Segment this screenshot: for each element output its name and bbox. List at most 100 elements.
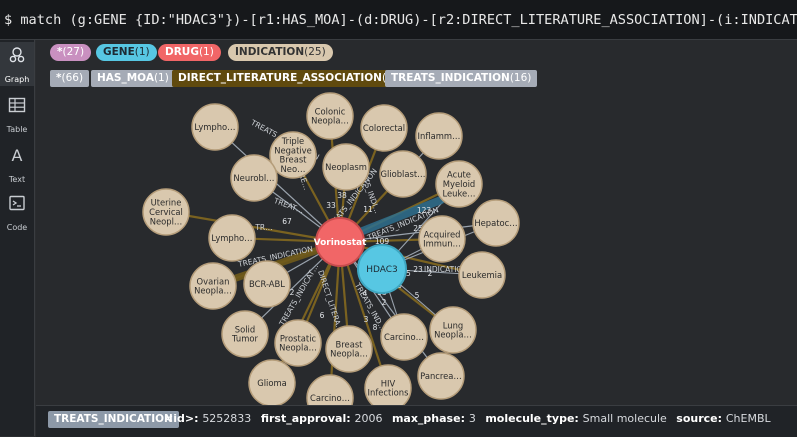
relationship-edge[interactable]	[214, 126, 341, 243]
indication-node[interactable]: AcquiredImmun…	[418, 215, 466, 263]
indication-node-label: Glioma	[257, 378, 287, 388]
relationship-type-count: (16)	[509, 72, 532, 84]
property-key: max_phase:	[391, 412, 469, 425]
relationship-edge[interactable]	[339, 222, 497, 243]
indication-node-circle	[435, 160, 483, 208]
indication-node-label: Neo…	[281, 164, 306, 174]
indication-node-label: Neopla…	[194, 286, 232, 296]
text-view-button[interactable]: A Text	[0, 142, 34, 186]
indication-node-circle	[417, 352, 465, 400]
indication-node[interactable]: Hepatoc…	[472, 199, 520, 247]
table-view-button[interactable]: Table	[0, 92, 34, 136]
table-icon	[8, 97, 26, 113]
edge-count-label: 33	[326, 201, 336, 210]
svg-text:A: A	[12, 146, 23, 164]
property-value: 5252833	[202, 412, 255, 425]
relationship-edge[interactable]	[328, 241, 342, 399]
indication-node[interactable]: LungNeopla…	[429, 306, 477, 354]
indication-node-label: Pancrea…	[420, 371, 462, 381]
text-icon: A	[12, 146, 23, 164]
node-label-filter[interactable]: INDICATION(25)	[228, 44, 333, 61]
indication-node[interactable]: Carcino…	[380, 313, 428, 361]
indication-node[interactable]: ColonicNeopla…	[306, 92, 354, 140]
indication-node[interactable]: UterineCervicalNeopl…	[142, 188, 190, 236]
indication-node-label: Acute	[447, 170, 471, 180]
indication-node-circle	[380, 313, 428, 361]
indication-node-circle	[322, 143, 370, 191]
indication-node-circle	[472, 199, 520, 247]
indication-node[interactable]: AcuteMyeloidLeuke…	[435, 160, 483, 208]
indication-node-label: Neopla…	[330, 349, 368, 359]
edge-count-label: 2	[428, 269, 433, 278]
indication-node-label: Leuke…	[442, 188, 475, 198]
indication-node-label: Lympho…	[194, 122, 235, 132]
property-value: ChEMBL	[725, 412, 771, 425]
node-label-filter[interactable]: DRUG(1)	[158, 44, 221, 61]
indication-node[interactable]: Glioma	[248, 359, 296, 405]
indication-node-label: Neurobl…	[233, 173, 274, 183]
relationship-edge[interactable]	[339, 241, 442, 377]
edge-count-label: 11	[363, 205, 373, 214]
code-view-button[interactable]: Code	[0, 190, 34, 234]
indication-node-label: Lympho…	[211, 233, 252, 243]
indication-node[interactable]: Glioblast…	[379, 150, 427, 198]
indication-node-label: Breast	[280, 155, 308, 165]
node-label-count: (25)	[304, 46, 326, 58]
query-editor[interactable]: $ match (g:GENE {ID:"HDAC3"})-[r1:HAS_MO…	[0, 0, 797, 40]
relationship-type-name: *	[56, 72, 62, 84]
edge-type-label: INDICATION	[424, 265, 468, 274]
indication-node[interactable]: Pancrea…	[417, 352, 465, 400]
selected-relationship-type[interactable]: TREATS_INDICATION	[48, 411, 179, 428]
selection-details-bar: TREATS_INDICATION <id>: 5252833 first_ap…	[36, 405, 797, 437]
node-label-filter[interactable]: *(27)	[50, 44, 92, 61]
indication-node[interactable]: Carcino…	[306, 374, 354, 405]
indication-node-circle	[274, 319, 322, 367]
indication-node-label: Immun…	[423, 239, 461, 249]
indication-node-circle	[189, 262, 237, 310]
drug-node[interactable]: Vorinostat	[314, 217, 368, 267]
indication-node[interactable]: ProstaticNeopla…	[274, 319, 322, 367]
indication-node-label: Colorectal	[363, 123, 405, 133]
node-label-count: (1)	[198, 46, 214, 58]
graph-view-button[interactable]: Graph	[0, 42, 34, 86]
node-label-filter[interactable]: GENE(1)	[96, 44, 157, 61]
relationship-edge[interactable]	[338, 241, 390, 389]
indication-node[interactable]: OvarianNeopla…	[189, 262, 237, 310]
indication-node[interactable]: Leukemia	[458, 251, 506, 299]
text-view-label: Text	[8, 175, 26, 184]
relationship-type-filter[interactable]: DIRECT_LITERATURE_ASSOCIATION(49)	[172, 70, 410, 87]
edge-count-label: 8	[373, 323, 378, 332]
graph-visualization[interactable]: TREATS_INDICATIONTREATS_INDICATIONTREATS…	[36, 40, 797, 405]
indication-node[interactable]: Lympho…	[191, 103, 239, 151]
gene-node[interactable]: HDAC3	[357, 244, 407, 294]
indication-node[interactable]: Inflamm…	[415, 112, 463, 160]
indication-node[interactable]: Colorectal	[360, 104, 408, 152]
indication-node-label: Tumor	[231, 334, 258, 344]
indication-node[interactable]: Neurobl…	[230, 154, 278, 202]
gene-node-label: HDAC3	[366, 265, 398, 275]
indication-node[interactable]: Lympho…	[208, 214, 256, 262]
indication-node[interactable]: TripleNegativeBreastNeo…	[269, 131, 317, 179]
indication-node-circle	[415, 112, 463, 160]
selected-relationship-edge[interactable]	[346, 196, 445, 240]
relationship-type-filter[interactable]: TREATS_INDICATION(16)	[385, 70, 538, 87]
indication-node-circle	[379, 150, 427, 198]
indication-node[interactable]: BreastNeopla…	[325, 325, 373, 373]
indication-node-label: Myeloid	[443, 179, 475, 189]
edge-count-label: 3	[364, 315, 369, 324]
indication-node[interactable]: Neoplasm	[322, 143, 370, 191]
indication-node-label: Lung	[443, 320, 463, 330]
indication-node-label: BCR-ABL	[249, 279, 285, 289]
relationship-type-filter[interactable]: HAS_MOA(1)	[91, 70, 175, 87]
indication-node-circle	[418, 215, 466, 263]
indication-node-label: HIV	[381, 378, 396, 388]
edge-count-label: 109	[375, 237, 390, 246]
indication-node[interactable]: BCR-ABL	[243, 260, 291, 308]
edge-type-label: TR…	[254, 223, 272, 232]
relationship-type-filter[interactable]: *(66)	[50, 70, 90, 87]
indication-node-label: Acquired	[424, 229, 461, 239]
relationship-type-name: DIRECT_LITERATURE_ASSOCIATION	[178, 72, 382, 84]
